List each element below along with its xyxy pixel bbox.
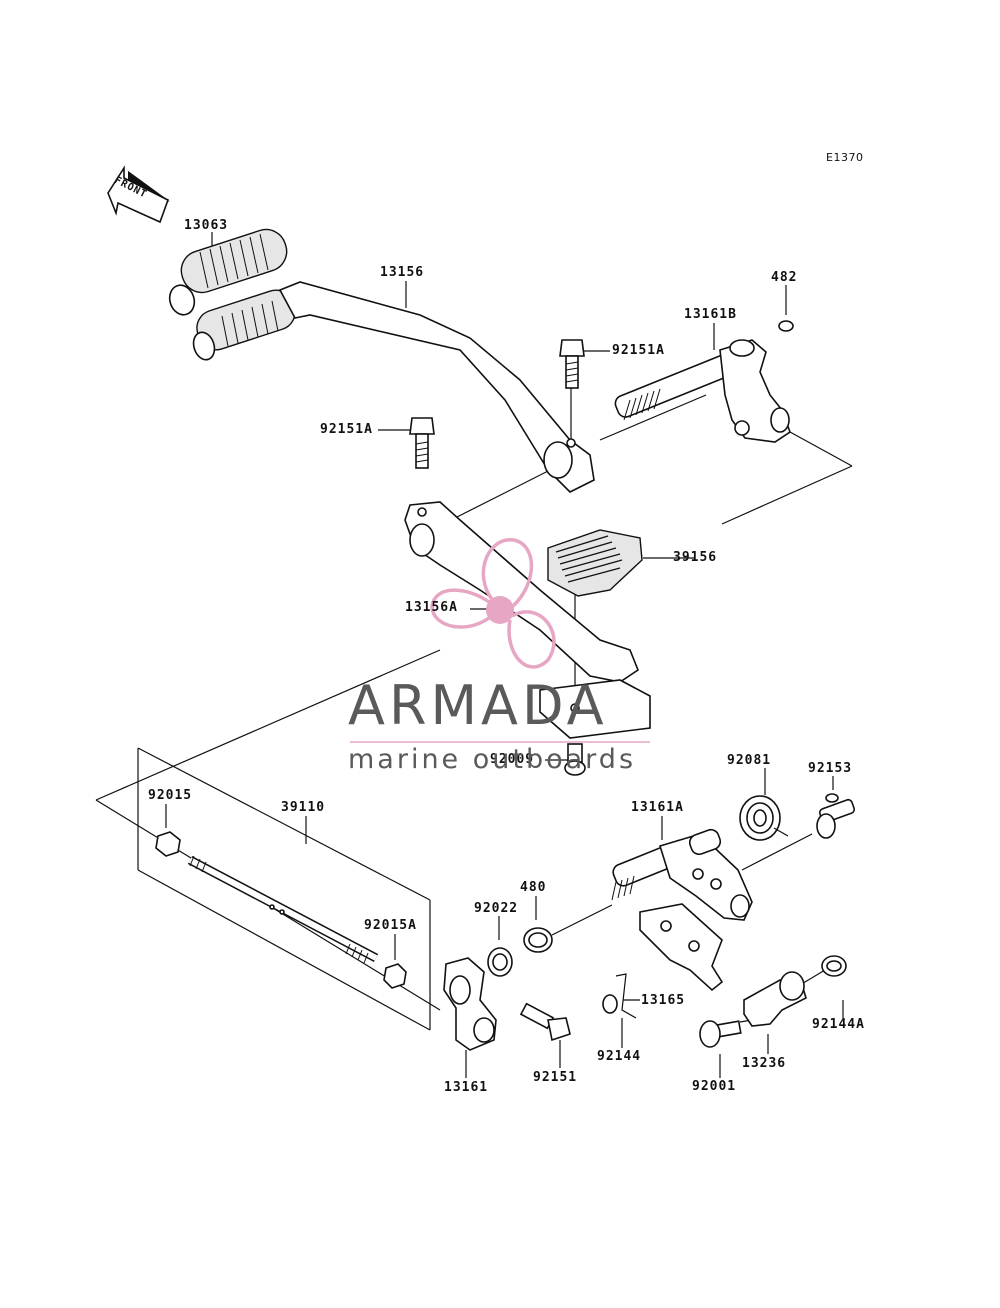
watermark-tagline: marine outboards	[348, 744, 637, 775]
part-label[interactable]: 13063	[184, 218, 229, 233]
arm-13161	[443, 957, 497, 1051]
nut-92015	[155, 831, 181, 857]
part-label[interactable]: 13161	[444, 1080, 489, 1095]
part-label[interactable]: 92022	[474, 901, 519, 916]
spring-92081	[739, 795, 789, 841]
shaft-13161b	[614, 320, 794, 443]
part-label[interactable]: 39110	[281, 800, 326, 815]
part-label[interactable]: 92153	[808, 761, 853, 776]
part-label[interactable]: 92151	[533, 1070, 578, 1085]
bolt-92151	[519, 1002, 571, 1042]
bolt-92151a-upper	[559, 339, 585, 389]
part-label[interactable]: 13165	[641, 993, 686, 1008]
watermark-logo-icon	[350, 538, 650, 743]
part-label[interactable]: 92151A	[612, 343, 665, 358]
pedal-13156a	[404, 501, 651, 739]
spring-92144a	[821, 955, 847, 977]
nut-92015a	[383, 963, 407, 989]
lever-13236	[743, 971, 807, 1027]
part-label[interactable]: 482	[771, 270, 798, 285]
plate-13165	[639, 903, 724, 992]
front-arrow-icon	[107, 165, 170, 224]
part-label[interactable]: 13161A	[631, 800, 684, 815]
grip-13063	[168, 228, 288, 316]
part-label[interactable]: 92015	[148, 788, 193, 803]
shift-lever-13156	[192, 281, 595, 493]
part-label[interactable]: 13161B	[684, 307, 737, 322]
spring-92144	[602, 973, 637, 1019]
part-label[interactable]: 92009	[490, 752, 535, 767]
leader-lines	[95, 232, 853, 1078]
pedal-pad-39156	[547, 529, 643, 597]
part-label[interactable]: 13236	[742, 1056, 787, 1071]
watermark-brand: ARMADA	[348, 674, 608, 737]
part-label[interactable]: 13156	[380, 265, 425, 280]
part-label[interactable]: 480	[520, 880, 547, 895]
part-label[interactable]: 92015A	[364, 918, 417, 933]
bolt-92009	[564, 743, 586, 776]
circlip-480	[523, 927, 553, 953]
part-label[interactable]: 92144	[597, 1049, 642, 1064]
part-label[interactable]: 92001	[692, 1079, 737, 1094]
rod-39110	[187, 855, 379, 964]
part-label[interactable]: 39156	[673, 550, 718, 565]
bolt-92001	[699, 1020, 742, 1048]
bolt-92151a-lower	[409, 417, 435, 469]
part-label[interactable]: 92081	[727, 753, 772, 768]
diagram-code: E1370	[826, 151, 864, 164]
part-label[interactable]: 92144A	[812, 1017, 865, 1032]
washer-92022	[487, 947, 513, 977]
pin-92153	[816, 793, 856, 839]
shaft-13161a	[611, 828, 753, 921]
part-label[interactable]: 92151A	[320, 422, 373, 437]
part-label[interactable]: 13156A	[405, 600, 458, 615]
